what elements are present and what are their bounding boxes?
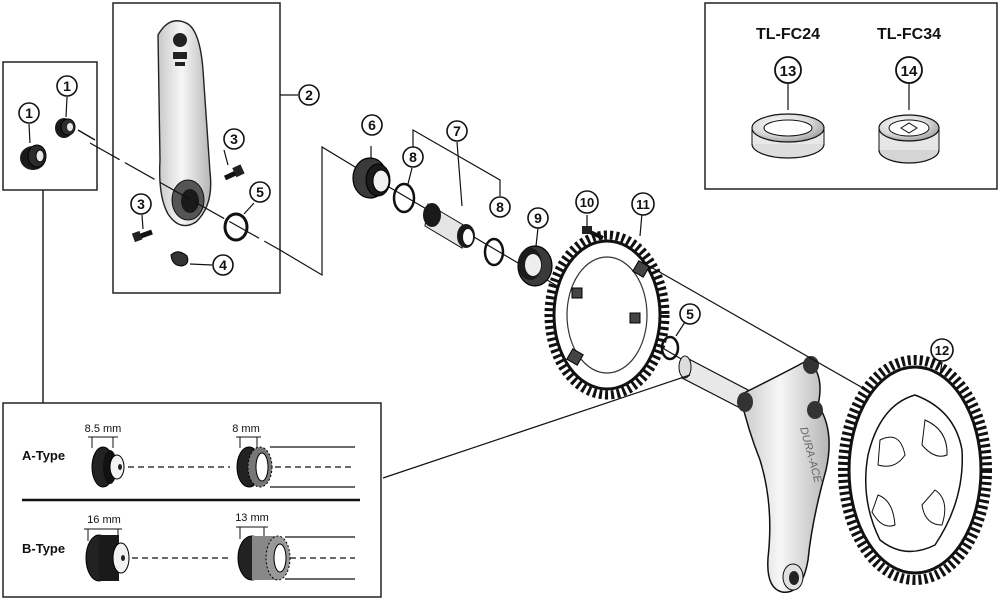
tools-inset-panel: TL-FC24 TL-FC34: [704, 2, 998, 190]
callout-p9: 9: [527, 207, 549, 229]
svg-text:10: 10: [580, 195, 594, 210]
callout-p3b: 3: [130, 193, 152, 215]
pinch-bolt-upper: [223, 164, 245, 181]
crank-arm-inset-panel: [89, 2, 298, 294]
callout-tool-13: 13: [774, 56, 802, 84]
callout-p4: 4: [212, 254, 234, 276]
callout-p6: 6: [361, 114, 383, 136]
callout-p8a: 8: [402, 146, 424, 168]
svg-text:14: 14: [901, 63, 918, 80]
left-bearing-cup: [352, 146, 391, 199]
b-type-label: B-Type: [22, 541, 65, 556]
spacer-ring-right: [483, 237, 505, 267]
callout-p11: 11: [631, 192, 655, 216]
tool-tl-fc34: [878, 82, 940, 164]
callout-layer: 1 1 2 3 3 4 5 5 6 7 8 8 9 10 11 12 13 14: [18, 56, 954, 362]
svg-text:8: 8: [409, 149, 417, 165]
svg-text:8: 8: [496, 199, 504, 215]
callout-p5b: 5: [679, 303, 701, 325]
callout-p7: 7: [446, 120, 468, 142]
right-crank-assembly: DURA-ACE: [678, 355, 830, 593]
svg-text:5: 5: [686, 306, 694, 322]
svg-text:3: 3: [230, 131, 238, 147]
o-ring: [223, 212, 249, 242]
svg-text:2: 2: [305, 87, 313, 103]
right-bearing-cup: [517, 227, 553, 287]
axle-o-ring: [660, 321, 686, 361]
svg-text:7: 7: [453, 123, 461, 139]
svg-text:11: 11: [636, 197, 650, 212]
b-type-bearing: [237, 535, 291, 581]
svg-text:1: 1: [63, 78, 71, 94]
axle-centerline: [89, 142, 281, 251]
svg-text:4: 4: [219, 257, 227, 273]
outer-chainring: [838, 355, 992, 585]
callout-p12: 12: [930, 338, 954, 362]
b-type-dim-left: 16 mm: [87, 514, 121, 526]
svg-text:12: 12: [935, 343, 949, 358]
tool-code-tl-fc34: TL-FC34: [877, 26, 941, 43]
b-type-dim-right: 13 mm: [235, 512, 269, 524]
callout-p2: 2: [298, 84, 320, 106]
callout-p8b: 8: [489, 196, 511, 218]
a-type-bearing: [236, 446, 273, 488]
inner-chainring: [544, 212, 670, 400]
callout-p5a: 5: [249, 181, 271, 203]
a-type-dim-right: 8 mm: [232, 423, 260, 435]
callout-p1b: 1: [56, 75, 78, 97]
crank-cap-large: [20, 144, 47, 170]
svg-text:3: 3: [137, 196, 145, 212]
leader-line: [77, 129, 96, 141]
left-crank-arm: [157, 20, 212, 227]
callout-tool-14: 14: [895, 56, 923, 84]
tool-code-tl-fc24: TL-FC24: [756, 26, 820, 43]
type-inset-panel: A-Type B-Type 8.5 mm 8 mm 16 mm: [2, 402, 382, 598]
safety-plate: [170, 251, 213, 267]
svg-text:1: 1: [25, 105, 33, 121]
callout-p1a: 1: [18, 102, 40, 124]
callout-p3a: 3: [223, 128, 245, 150]
type-inset-leader: [382, 374, 691, 479]
a-type-label: A-Type: [22, 448, 65, 463]
spacer-ring-left: [392, 167, 416, 214]
cap-inset-panel: [2, 61, 98, 191]
pinch-bolt-lower: [131, 229, 153, 243]
b-type-cap: [85, 534, 130, 582]
svg-text:13: 13: [780, 63, 797, 80]
tool-tl-fc24: [751, 82, 825, 159]
axis-connector: [279, 145, 361, 277]
inner-sleeve: [412, 128, 501, 249]
a-type-cap: [91, 446, 125, 488]
svg-text:6: 6: [368, 117, 376, 133]
callout-p10: 10: [575, 190, 599, 214]
crank-cap-small: [55, 118, 76, 138]
a-type-dim-left: 8.5 mm: [85, 423, 122, 435]
svg-text:5: 5: [256, 184, 264, 200]
svg-text:9: 9: [534, 210, 542, 226]
